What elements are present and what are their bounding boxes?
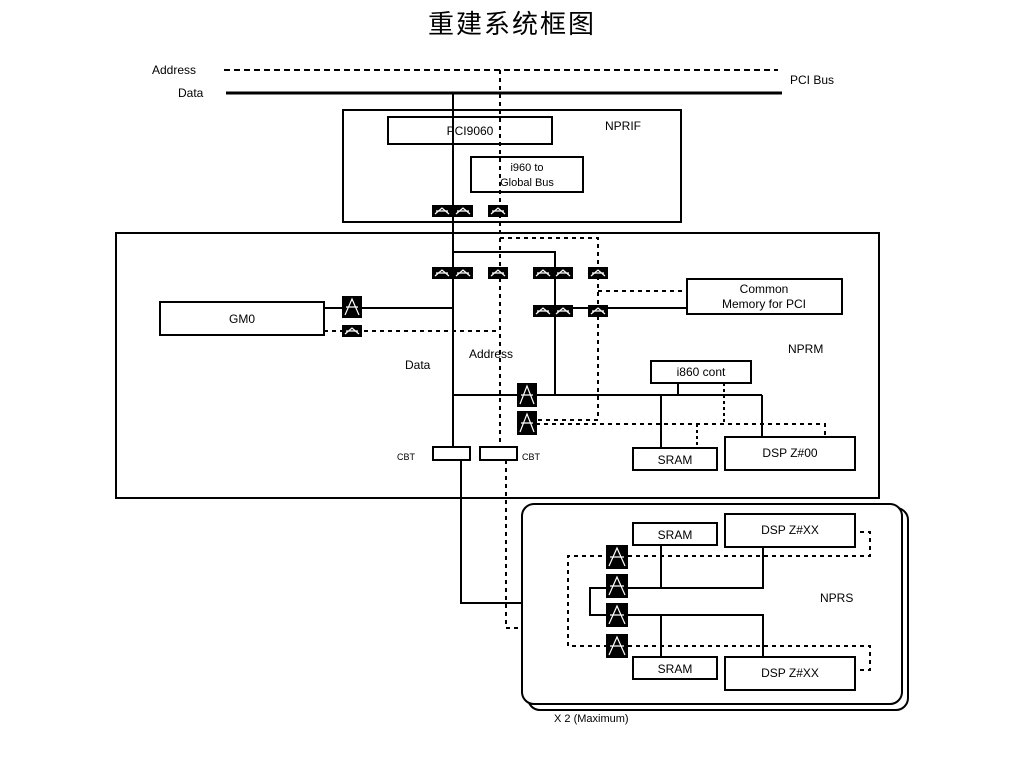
nprif-box: [342, 109, 682, 223]
cbt-left-label: CBT: [397, 452, 416, 462]
transceiver-glyph-icon: [490, 207, 506, 215]
nprs-sram-top-label: SRAM: [658, 528, 693, 542]
transceiver-glyph-icon: [535, 307, 551, 315]
nprs-dsp-top-label: DSP Z#XX: [761, 523, 819, 537]
nprm-dsp-box: [724, 436, 856, 471]
transceiver-glyph-icon: [608, 604, 626, 625]
pci9060-box: [387, 116, 553, 145]
nprs-dsp-bottom: [724, 656, 856, 691]
data-label: Data: [405, 358, 431, 372]
slide-title: 重建系统框图: [427, 10, 596, 40]
nprm-sram-label: SRAM: [658, 453, 693, 467]
data-right-column: [453, 251, 556, 395]
transceiver-glyph-icon: [434, 269, 450, 277]
gm0-label: GM0: [229, 312, 255, 326]
common-memory-line1: Common: [740, 282, 789, 296]
pci9060-label: PCI9060: [447, 124, 494, 138]
address-bus-label: Address: [152, 63, 196, 77]
transceiver-glyph-icon: [590, 269, 606, 277]
i960-label-line1: i960 to: [510, 162, 543, 174]
nprs-sram-top: [632, 522, 718, 546]
i960-label-line2: Global Bus: [500, 177, 554, 189]
address-loop: [500, 237, 599, 421]
nprs-label: NPRS: [820, 591, 853, 605]
cbt-right-box: [479, 446, 518, 461]
transceiver-glyph-icon: [519, 412, 535, 433]
nprm-label: NPRM: [788, 342, 823, 356]
transceiver-glyph-icon: [455, 269, 471, 277]
nprif-label: NPRIF: [605, 119, 641, 133]
address-label: Address: [469, 347, 513, 361]
nprs-multiplier: X 2 (Maximum): [554, 713, 629, 725]
nprs-dsp-top: [724, 513, 856, 548]
transceiver-glyph-icon: [344, 297, 360, 316]
transceiver-glyph-icon: [344, 327, 360, 335]
transceiver-glyph-icon: [519, 384, 535, 405]
nprm-dsp-label: DSP Z#00: [762, 446, 817, 460]
pci-bus-label: PCI Bus: [790, 73, 834, 87]
transceiver-glyph-icon: [535, 269, 551, 277]
transceiver-glyph-icon: [455, 207, 471, 215]
transceiver-group: [342, 205, 628, 658]
nprs-dsp-bottom-label: DSP Z#XX: [761, 666, 819, 680]
gm0-box: [159, 301, 325, 336]
transceiver-glyph-icon: [555, 307, 571, 315]
nprs-sram-bottom: [632, 656, 718, 680]
nprs-address-top: [628, 531, 871, 557]
local-address-bus: [528, 423, 826, 437]
cbt-right-label: CBT: [522, 452, 541, 462]
transceiver-glyph-icon: [608, 575, 626, 596]
transceiver-glyph-icon: [590, 307, 606, 315]
transceiver-glyph-icon: [434, 207, 450, 215]
i960-box: [470, 156, 584, 193]
data-bus-label: Data: [178, 86, 204, 100]
transceiver-glyph-icon: [608, 546, 626, 567]
nprs-sram-bottom-label: SRAM: [658, 662, 693, 676]
i860-cont-box: [650, 360, 752, 384]
cbt-left-box: [432, 446, 471, 461]
common-memory-box: [686, 278, 843, 315]
nprs-address-bottom: [628, 645, 871, 671]
transceiver-glyph-icon: [608, 635, 626, 656]
transceiver-glyph-icon: [490, 269, 506, 277]
common-memory-line2: Memory for PCI: [722, 297, 806, 311]
transceiver-glyph-icon: [555, 269, 571, 277]
nprm-sram-box: [632, 447, 718, 471]
nprm-box: [115, 232, 880, 499]
nprs-address-loop: [567, 555, 610, 647]
nprs-data-splitter: [589, 587, 610, 616]
i860-cont-label: i860 cont: [677, 365, 726, 379]
